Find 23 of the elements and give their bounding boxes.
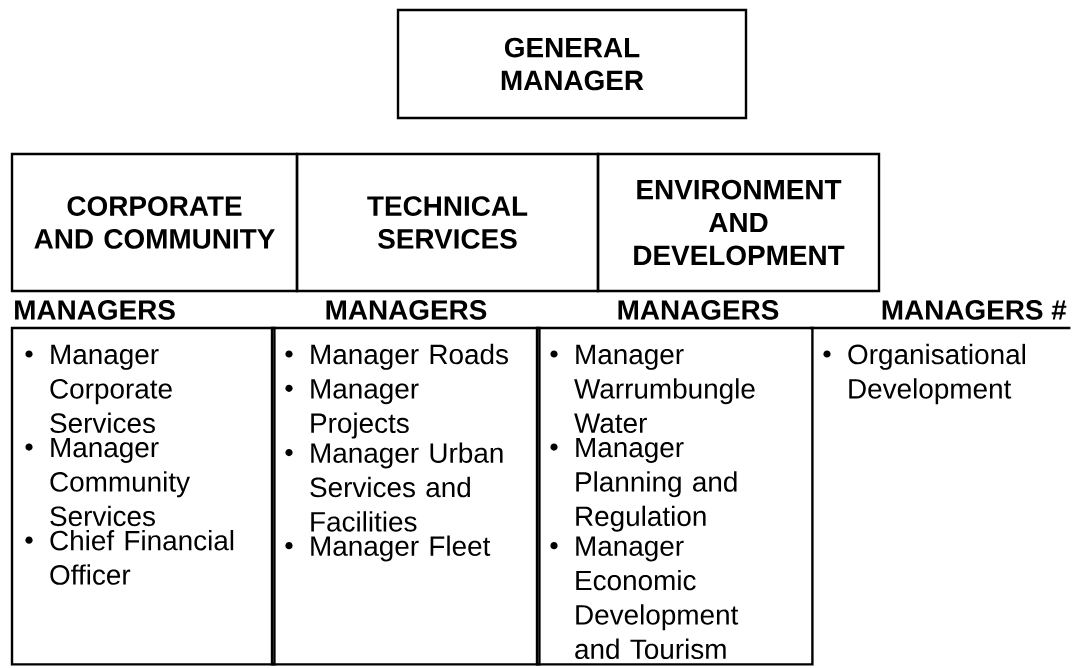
manager-column bbox=[535, 300, 814, 666]
column-heading: MANAGERS # bbox=[882, 300, 1067, 320]
bullet-item: Manager Roads bbox=[285, 343, 508, 370]
bullet-item: Manager Community Services bbox=[25, 437, 190, 527]
manager-column bbox=[10, 300, 276, 666]
bullet-item: Organisational Development bbox=[823, 343, 1025, 405]
bullet-item: Manager Fleet bbox=[285, 535, 491, 562]
column-heading: MANAGERS bbox=[618, 300, 779, 320]
unit-box: ENVIRONMENT AND DEVELOPMENT bbox=[596, 152, 881, 293]
bullet-item: Chief Financial Officer bbox=[25, 530, 234, 585]
bullet-item: Manager Urban Services and Facilities bbox=[285, 442, 503, 532]
manager-column bbox=[810, 300, 1071, 405]
unit-box: TECHNICAL SERVICES bbox=[295, 152, 600, 293]
bullet-item: Manager Corporate Services bbox=[25, 344, 172, 434]
column-heading: MANAGERS bbox=[326, 300, 487, 320]
unit-box: CORPORATE AND COMMUNITY bbox=[10, 152, 299, 293]
unit-box: GENERAL MANAGER bbox=[396, 8, 748, 120]
bullet-item: Manager Economic Development and Tourism bbox=[550, 536, 739, 660]
bullet-item: Manager Planning and Regulation bbox=[550, 437, 737, 532]
bullet-item: Manager Projects bbox=[285, 379, 419, 439]
bullet-item: Manager Warrumbungle Water bbox=[550, 344, 755, 434]
manager-column bbox=[270, 300, 541, 666]
column-heading: MANAGERS bbox=[15, 300, 175, 320]
